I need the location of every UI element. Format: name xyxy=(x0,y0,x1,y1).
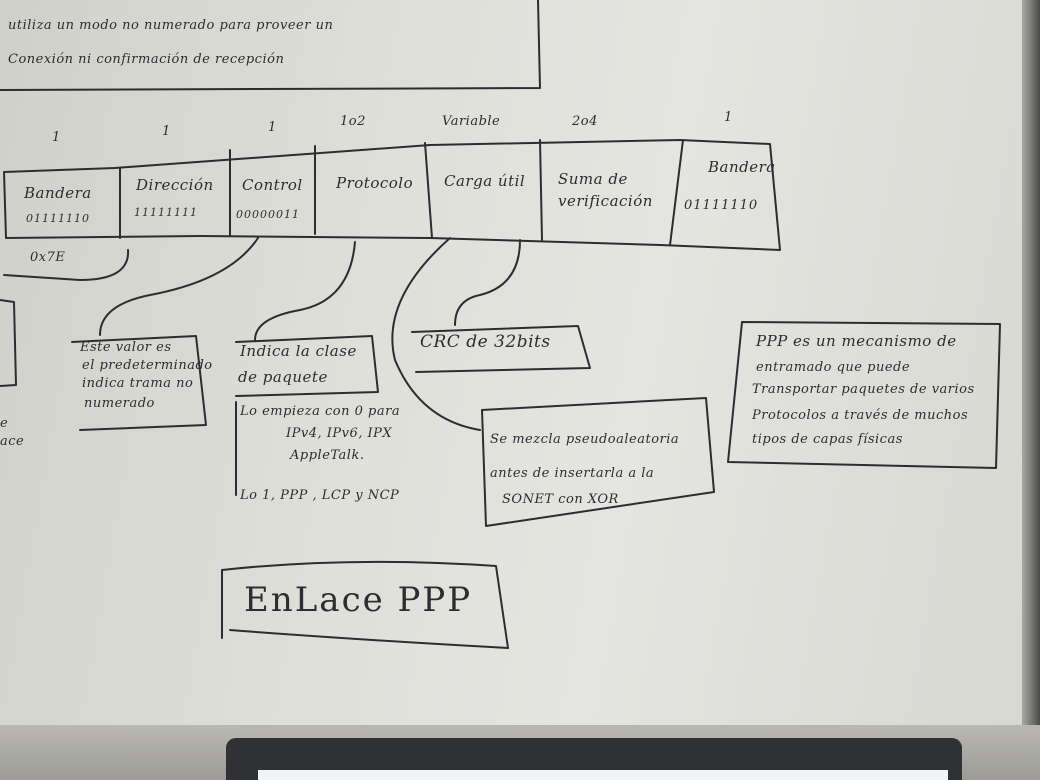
note-checksum: CRC de 32bits xyxy=(420,332,551,352)
size-suma: 2o4 xyxy=(572,114,598,129)
frame-box xyxy=(3,139,781,251)
note-payload-1: Se mezcla pseudoaleatoria xyxy=(490,432,680,447)
arrow-protocolo xyxy=(254,241,356,341)
field-protocolo: Protocolo xyxy=(336,174,414,192)
hex-bracket xyxy=(3,249,130,281)
size-bandera-2: 1 xyxy=(724,110,733,125)
box-direccion xyxy=(71,335,207,431)
left-edge-1: e xyxy=(0,416,9,431)
laptop-screen xyxy=(258,770,948,780)
size-direccion: 1 xyxy=(162,124,171,139)
arrow-payload xyxy=(391,237,481,431)
field-carga-util: Carga útil xyxy=(444,172,526,190)
note-definition-5: tipos de capas físicas xyxy=(752,432,903,447)
divider-4 xyxy=(424,142,433,239)
field-bandera-1: Bandera xyxy=(24,184,92,202)
note-protocolo-list-4: Lo 1, PPP , LCP y NCP xyxy=(240,488,400,503)
hex-note: 0x7E xyxy=(30,250,66,265)
bits-bandera-1: 01111110 xyxy=(26,212,90,225)
field-control: Control xyxy=(242,176,303,194)
top-note-line1: utiliza un modo no numerado para proveer… xyxy=(8,18,334,33)
arrow-checksum xyxy=(454,239,521,326)
left-edge-2: ace xyxy=(0,434,25,449)
title-enlace-ppp: EnLace PPP xyxy=(244,580,473,620)
box-left-edge xyxy=(0,299,17,387)
bits-bandera-2: 01111110 xyxy=(684,198,759,213)
size-protocolo: 1o2 xyxy=(340,114,366,129)
divider-5 xyxy=(539,139,543,241)
whiteboard-frame-edge xyxy=(1022,0,1040,780)
note-definition-2: entramado que puede xyxy=(756,360,911,375)
bits-control: 00000011 xyxy=(236,208,300,221)
field-suma: Suma de verificación xyxy=(558,170,653,210)
arrow-direccion xyxy=(99,237,259,336)
note-payload-3: SONET con XOR xyxy=(502,492,619,507)
title-frame xyxy=(221,560,509,649)
note-definition-1: PPP es un mecanismo de xyxy=(756,332,957,350)
note-direccion-3: indica trama no xyxy=(82,376,194,391)
bits-direccion: 11111111 xyxy=(134,206,198,219)
note-protocolo-1: Indica la clase xyxy=(240,342,357,360)
note-protocolo-list-2: IPv4, IPv6, IPX xyxy=(286,426,393,441)
field-bandera-2: Bandera xyxy=(708,158,776,176)
note-definition-3: Transportar paquetes de varios xyxy=(752,382,975,397)
box-checksum xyxy=(411,325,591,373)
size-carga: Variable xyxy=(442,114,501,129)
note-direccion-2: el predeterminado xyxy=(82,358,213,373)
note-direccion-1: Este valor es xyxy=(80,340,172,355)
field-direccion: Dirección xyxy=(136,176,214,194)
note-payload-2: antes de insertarla a la xyxy=(490,466,655,481)
top-note-line2: Conexión ni confirmación de recepción xyxy=(8,52,285,67)
note-protocolo-list-1: Lo empieza con 0 para xyxy=(240,404,401,419)
note-direccion-4: numerado xyxy=(84,396,155,411)
box-definition xyxy=(727,321,1001,469)
note-protocolo-list-3: AppleTalk. xyxy=(290,448,365,463)
top-note-box xyxy=(0,0,541,91)
note-protocolo-2: de paquete xyxy=(238,368,328,386)
size-bandera-1: 1 xyxy=(52,130,61,145)
size-control: 1 xyxy=(268,120,277,135)
box-payload xyxy=(481,397,715,527)
note-definition-4: Protocolos a través de muchos xyxy=(752,408,969,423)
divider-6 xyxy=(669,139,684,246)
box-protocolo xyxy=(235,335,379,397)
